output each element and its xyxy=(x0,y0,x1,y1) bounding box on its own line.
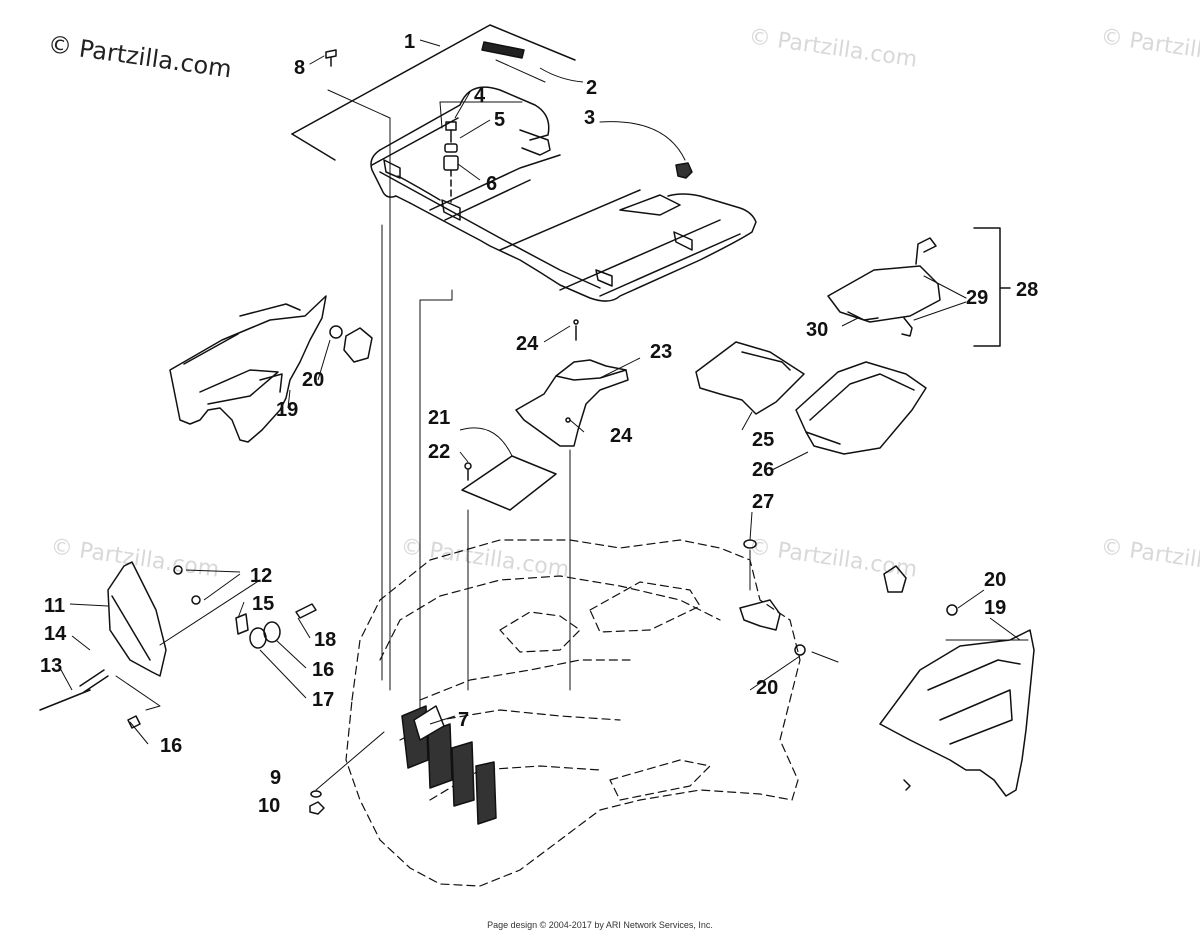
headlight-assembly xyxy=(39,561,317,729)
callout-2: 2 xyxy=(586,77,597,99)
callout-1: 1 xyxy=(404,31,415,53)
callout-16: 16 xyxy=(160,735,182,757)
callout-20: 20 xyxy=(984,569,1006,591)
access-lid-assembly xyxy=(827,227,1011,347)
callout-24: 24 xyxy=(516,333,539,355)
screw-part xyxy=(309,49,337,67)
callout-10: 10 xyxy=(258,795,280,817)
washer-nut xyxy=(309,731,385,815)
page-footer: Page design © 2004-2017 by ARI Network S… xyxy=(487,920,713,930)
callout-9: 9 xyxy=(270,767,281,789)
callout-7: 7 xyxy=(458,709,469,731)
callout-18: 18 xyxy=(314,629,336,651)
callout-5: 5 xyxy=(494,109,505,131)
callout-13: 13 xyxy=(40,655,62,677)
callout-21: 21 xyxy=(428,407,450,429)
callout-6: 6 xyxy=(486,173,497,195)
callout-16: 16 xyxy=(312,659,334,681)
callout-25: 25 xyxy=(752,429,774,451)
decal-part xyxy=(481,41,546,83)
bolt-stack xyxy=(443,121,459,203)
callout-27: 27 xyxy=(752,491,774,513)
rear-rack xyxy=(291,24,757,302)
right-side-panel xyxy=(794,565,1035,797)
callout-24: 24 xyxy=(610,425,633,447)
storage-box xyxy=(795,361,927,455)
callout-14: 14 xyxy=(44,623,67,645)
callout-28: 28 xyxy=(1016,279,1038,301)
cover-plate xyxy=(461,455,557,511)
callout-4: 4 xyxy=(474,85,486,107)
storage-lid xyxy=(695,341,805,415)
callout-30: 30 xyxy=(806,319,828,341)
rack-fastener xyxy=(599,121,693,179)
callout-26: 26 xyxy=(752,459,774,481)
callout-19: 19 xyxy=(276,399,298,421)
callout-11: 11 xyxy=(44,595,65,617)
push-rivet xyxy=(739,539,781,631)
callout-17: 17 xyxy=(312,689,334,711)
callout-15: 15 xyxy=(252,593,274,615)
callout-20: 20 xyxy=(756,677,778,699)
callout-3: 3 xyxy=(584,107,595,129)
callout-29: 29 xyxy=(966,287,988,309)
callout-20: 20 xyxy=(302,369,324,391)
callout-19: 19 xyxy=(984,597,1006,619)
left-side-panel xyxy=(169,295,373,443)
callout-23: 23 xyxy=(650,341,672,363)
callout-22: 22 xyxy=(428,441,450,463)
callout-12: 12 xyxy=(250,565,272,587)
front-grille xyxy=(401,705,497,825)
callout-8: 8 xyxy=(294,57,305,79)
